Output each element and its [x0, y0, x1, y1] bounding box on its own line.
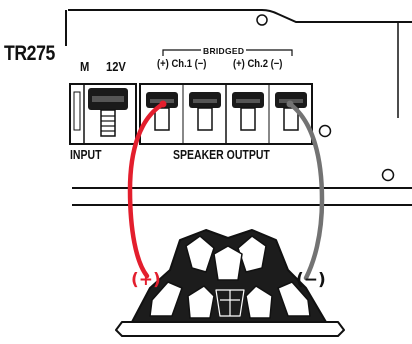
speaker-output-label: SPEAKER OUTPUT [173, 148, 270, 162]
channel-2-label: (+) Ch.2 (−) [233, 58, 283, 70]
heatsink-edge [72, 187, 412, 206]
mounting-hole-right [318, 124, 332, 138]
terminal-label-m: M [80, 59, 90, 74]
positive-polarity-label: (+) [131, 270, 161, 290]
positive-wire-end [159, 100, 167, 108]
amplifier-body [65, 9, 412, 118]
mounting-hole-lower [381, 168, 395, 182]
terminal-screw-ch1-negative [189, 92, 221, 131]
power-terminal-block [69, 83, 137, 145]
terminal-label-12v: 12V [106, 59, 126, 74]
negative-wire [287, 101, 325, 281]
positive-wire [127, 101, 166, 279]
subwoofer [115, 229, 345, 337]
bridged-label: BRIDGED [201, 46, 247, 56]
negative-polarity-label: (−) [296, 270, 326, 290]
input-section-label: INPUT [70, 148, 102, 162]
terminal-screw-ch2-positive [232, 92, 264, 131]
mounting-hole-top [256, 14, 268, 26]
model-label: TR275 [4, 42, 55, 65]
negative-wire-end [286, 100, 294, 108]
subwoofer-mount-plate [115, 321, 345, 337]
channel-1-label: (+) Ch.1 (−) [157, 58, 207, 70]
